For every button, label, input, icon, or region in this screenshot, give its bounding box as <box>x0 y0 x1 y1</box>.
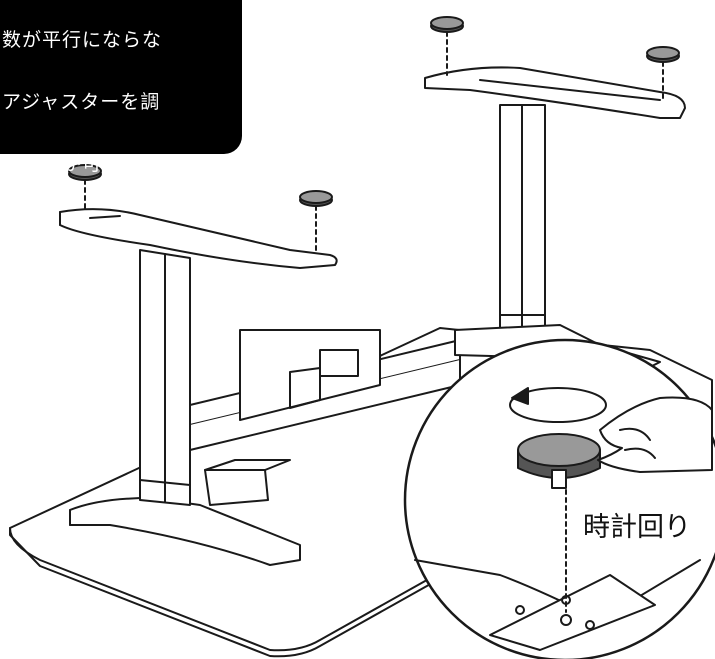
rotation-arrow-icon <box>509 387 607 423</box>
mounting-plate <box>239 329 381 421</box>
front-mount-bracket <box>69 497 301 566</box>
motor-housing <box>204 459 291 506</box>
left-top-bracket <box>59 208 338 269</box>
rotation-label: 時計回り <box>583 512 691 543</box>
callout-line-2: アジャスターを調 <box>2 91 161 113</box>
callout-line-3: つことが可能で <box>2 153 143 175</box>
hand-icon <box>597 396 713 473</box>
left-leg-column <box>139 249 191 506</box>
adjuster-detail <box>517 433 601 489</box>
adjuster-foot-1 <box>68 164 102 211</box>
adjuster-foot-4 <box>646 46 680 103</box>
callout-line-1: 数が平行にならな <box>2 29 163 51</box>
adjuster-foot-2 <box>299 190 333 253</box>
right-top-bracket <box>424 66 686 119</box>
adjuster-foot-3 <box>430 16 464 76</box>
right-leg-column <box>499 104 546 336</box>
instruction-callout: 数が平行にならな アジャスターを調 つことが可能で <box>0 0 242 175</box>
